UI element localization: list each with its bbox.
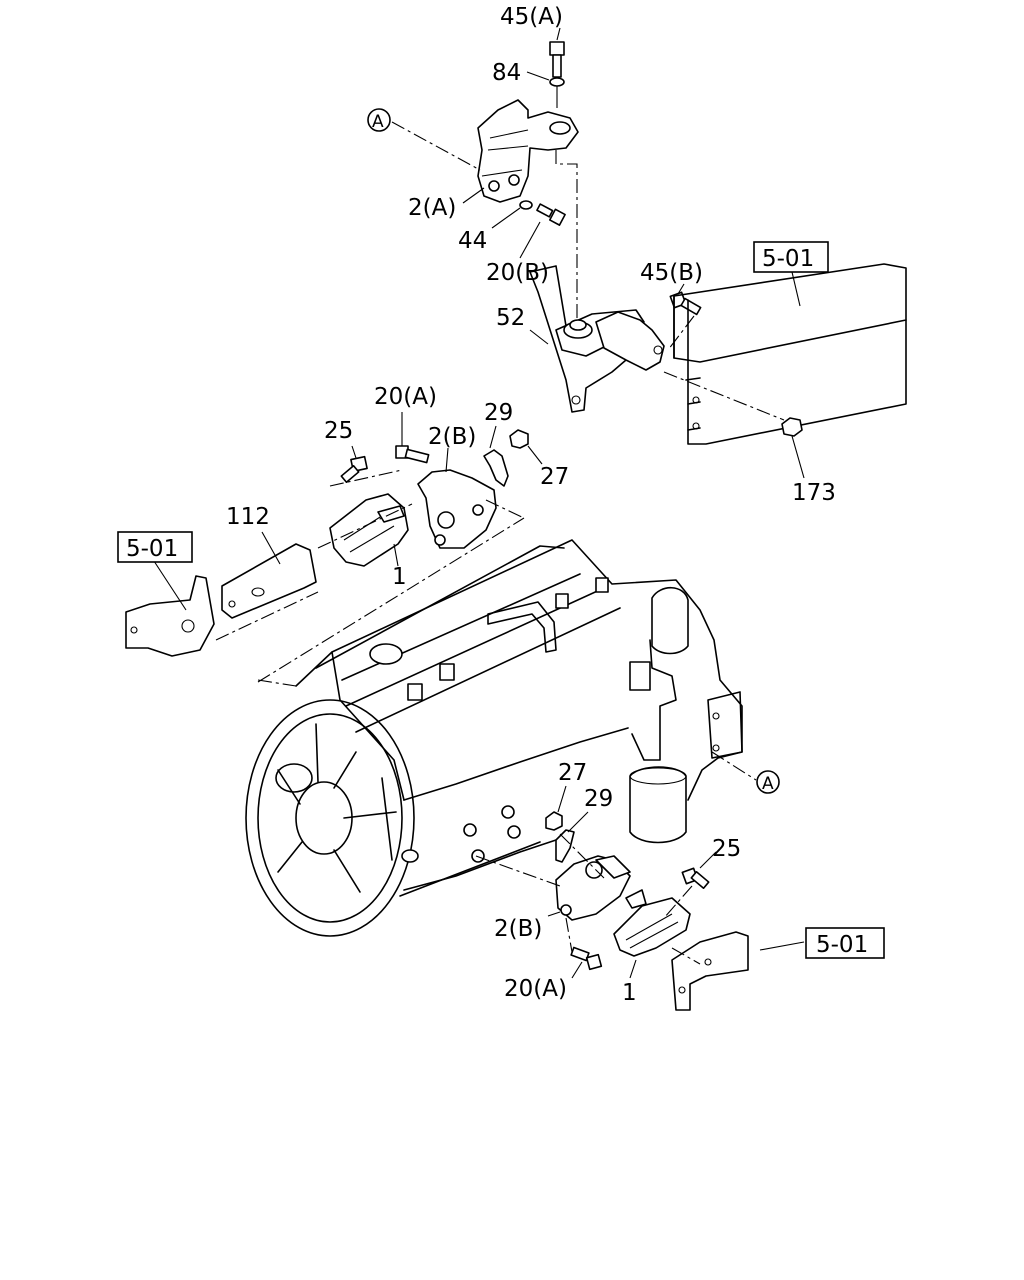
rear-mount-assembly (367, 27, 579, 320)
label-5-01-left: 5-01 (126, 536, 178, 562)
label-20b: 20(B) (486, 260, 549, 286)
nut-27-upper (509, 429, 529, 449)
nut-173 (781, 417, 805, 479)
bolt-20a-lower (570, 946, 603, 979)
label-45b: 45(B) (640, 260, 703, 286)
insulator-1-lower (613, 897, 691, 957)
label-2a: 2(A) (408, 195, 456, 221)
nut-27-lower (545, 811, 563, 831)
label-20a-lower: 20(A) (504, 976, 567, 1002)
bracket-2b-upper (417, 469, 497, 549)
bolt-25-lower (681, 851, 717, 890)
label-5-01-right: 5-01 (816, 932, 868, 958)
frame-bracket-right (671, 931, 749, 1011)
stopper-29-lower (555, 829, 575, 863)
washer-84 (549, 77, 565, 87)
label-52: 52 (496, 305, 525, 331)
label-20a-upper: 20(A) (374, 384, 437, 410)
oil-filter (629, 766, 687, 844)
bolt-20b (536, 203, 566, 226)
cooling-fan (245, 699, 419, 937)
callout-a-marker-top (367, 108, 391, 132)
label-25-upper: 25 (324, 418, 353, 444)
label-2b-lower: 2(B) (494, 916, 542, 942)
mount-52 (529, 265, 665, 413)
label-29-upper: 29 (484, 400, 513, 426)
frame-reference-box-left: 5-01 (117, 531, 193, 563)
washer-44 (519, 200, 533, 210)
label-2b-upper: 2(B) (428, 424, 476, 450)
stopper-29-upper (483, 449, 509, 487)
label-112: 112 (226, 504, 270, 530)
label-1-upper: 1 (392, 564, 407, 590)
label-1-lower: 1 (622, 980, 637, 1006)
front-right-mount (475, 785, 805, 1011)
label-27-lower: 27 (558, 760, 587, 786)
frame-side-member (663, 263, 907, 445)
label-5-01-top: 5-01 (762, 246, 814, 272)
label-29-lower: 29 (584, 786, 613, 812)
frame-bracket-left (125, 575, 215, 657)
bolt-45a (549, 41, 565, 78)
bolt-25-upper (340, 445, 368, 484)
engine-block (245, 539, 780, 937)
frame-reference-box-top: 5-01 (753, 241, 829, 273)
front-left-mount (125, 412, 543, 687)
callout-labels: 45(A) 84 A 2(A) 44 20(B) 45(B) 5-01 52 2… (117, 4, 885, 1006)
plate-112 (221, 543, 317, 619)
label-173: 173 (792, 480, 836, 506)
label-27-upper: 27 (540, 464, 569, 490)
label-a-top: A (372, 112, 384, 132)
callout-a-marker-engine (756, 770, 780, 794)
bolt-20a-upper (395, 412, 430, 464)
frame-reference-box-right: 5-01 (805, 927, 885, 959)
label-44: 44 (458, 228, 487, 254)
label-a-engine: A (762, 774, 774, 794)
label-84: 84 (492, 60, 521, 86)
label-25-lower: 25 (712, 836, 741, 862)
label-45a: 45(A) (500, 4, 563, 30)
